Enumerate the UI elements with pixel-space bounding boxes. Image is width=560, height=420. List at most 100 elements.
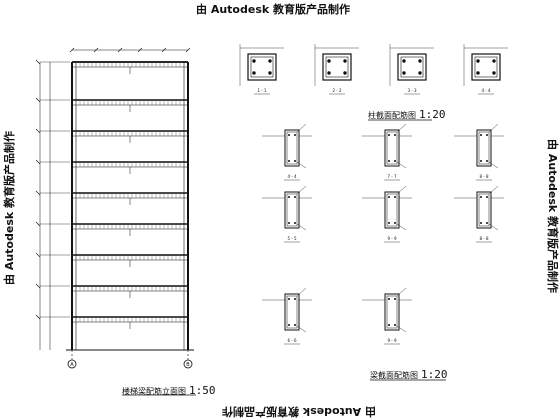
column-section-label: 3 - 3	[407, 88, 417, 93]
rebar-dot	[486, 160, 488, 162]
rebar-dot	[486, 222, 488, 224]
beam-stirrup	[286, 295, 298, 329]
elevation-caption-title: 楼梯梁配筋立面图	[122, 387, 186, 396]
rebar-dot	[480, 160, 482, 162]
beam-outline	[476, 129, 492, 167]
beam-section	[362, 185, 412, 243]
watermark-top: 由 Autodesk 教育版产品制作	[196, 3, 351, 16]
leader-line-bottom	[396, 161, 407, 169]
beam-stirrup	[478, 131, 490, 165]
rebar-dot	[480, 134, 482, 136]
rebar-dot	[327, 59, 331, 63]
rebar-dot	[402, 71, 406, 75]
axis-bubble-b	[183, 359, 193, 369]
top-dimension-tick	[93, 47, 99, 53]
rebar-dot	[327, 71, 331, 75]
beam-outline	[476, 191, 492, 229]
rebar-dot	[288, 160, 290, 162]
column-section	[314, 44, 359, 95]
rebar-dot	[388, 196, 390, 198]
rebar-dot	[394, 222, 396, 224]
leader-line	[396, 185, 407, 195]
rebar-dot	[418, 71, 422, 75]
level-tick	[35, 283, 41, 289]
leader-line	[396, 123, 407, 133]
beam-outline	[384, 191, 400, 229]
rebar-dot	[388, 324, 390, 326]
level-tick	[35, 221, 41, 227]
rebar-dot	[294, 222, 296, 224]
rebar-dot	[476, 59, 480, 63]
beam-section-label: 8 - 8	[479, 174, 489, 179]
rebar-dot	[343, 71, 347, 75]
beam-section-label: 9 - 9	[387, 338, 397, 343]
rebar-dot	[492, 71, 496, 75]
column-outline	[322, 53, 352, 81]
leader-line-bottom	[488, 161, 499, 169]
beam-section	[454, 185, 504, 243]
rebar-dot	[252, 71, 256, 75]
rebar-dot	[268, 71, 272, 75]
beam-sections-caption-scale: 1:20	[421, 368, 448, 381]
rebar-dot	[394, 324, 396, 326]
beam-section-group	[262, 123, 504, 381]
rebar-dot	[294, 134, 296, 136]
rebar-dot	[394, 160, 396, 162]
beam-section-label: 5 - 5	[287, 236, 297, 241]
beam-section	[262, 123, 312, 181]
rebar-dot	[294, 196, 296, 198]
beam-section	[454, 123, 504, 181]
leader-line-bottom	[296, 161, 307, 169]
rebar-dot	[343, 59, 347, 63]
beam-section-label: 7 - 7	[387, 174, 397, 179]
column-stirrup	[325, 56, 349, 78]
rebar-dot	[476, 71, 480, 75]
column-outline	[247, 53, 277, 81]
rebar-dot	[394, 298, 396, 300]
column-stirrup	[474, 56, 498, 78]
beam-section-label: 9 - 9	[387, 236, 397, 241]
column-section-label: 2 - 2	[332, 88, 342, 93]
column-sections-caption-title: 柱截面配筋图	[368, 111, 416, 120]
leader-line-bottom	[296, 325, 307, 333]
level-tick	[35, 159, 41, 165]
top-dimension-tick	[137, 47, 143, 53]
leader-line-bottom	[396, 223, 407, 231]
level-tick	[35, 190, 41, 196]
beam-section-label: 6 - 6	[287, 338, 297, 343]
beam-outline	[284, 293, 300, 331]
leader-line	[488, 123, 499, 133]
elevation-drawing	[35, 47, 196, 396]
rebar-dot	[394, 134, 396, 136]
column-stirrup	[250, 56, 274, 78]
elevation-caption-scale: 1:50	[189, 384, 216, 397]
beam-outline	[284, 191, 300, 229]
beam-section	[362, 123, 412, 181]
leader-line	[488, 185, 499, 195]
beam-section	[362, 287, 412, 345]
beam-section-label: 8 - 8	[479, 236, 489, 241]
column-section-group	[239, 44, 508, 121]
leader-line	[396, 287, 407, 297]
beam-stirrup	[286, 193, 298, 227]
rebar-dot	[288, 222, 290, 224]
beam-stirrup	[386, 131, 398, 165]
rebar-dot	[394, 196, 396, 198]
column-sections-caption-scale: 1:20	[419, 108, 446, 121]
leader-line	[296, 185, 307, 195]
leader-line-bottom	[296, 223, 307, 231]
beam-stirrup	[386, 193, 398, 227]
rebar-dot	[480, 222, 482, 224]
top-dimension-tick	[161, 47, 167, 53]
column-section	[239, 44, 284, 95]
rebar-dot	[388, 160, 390, 162]
column-section-label: 1 - 1	[257, 88, 267, 93]
rebar-dot	[288, 298, 290, 300]
beam-stirrup	[386, 295, 398, 329]
leader-line	[296, 287, 307, 297]
rebar-dot	[288, 196, 290, 198]
level-tick	[35, 314, 41, 320]
